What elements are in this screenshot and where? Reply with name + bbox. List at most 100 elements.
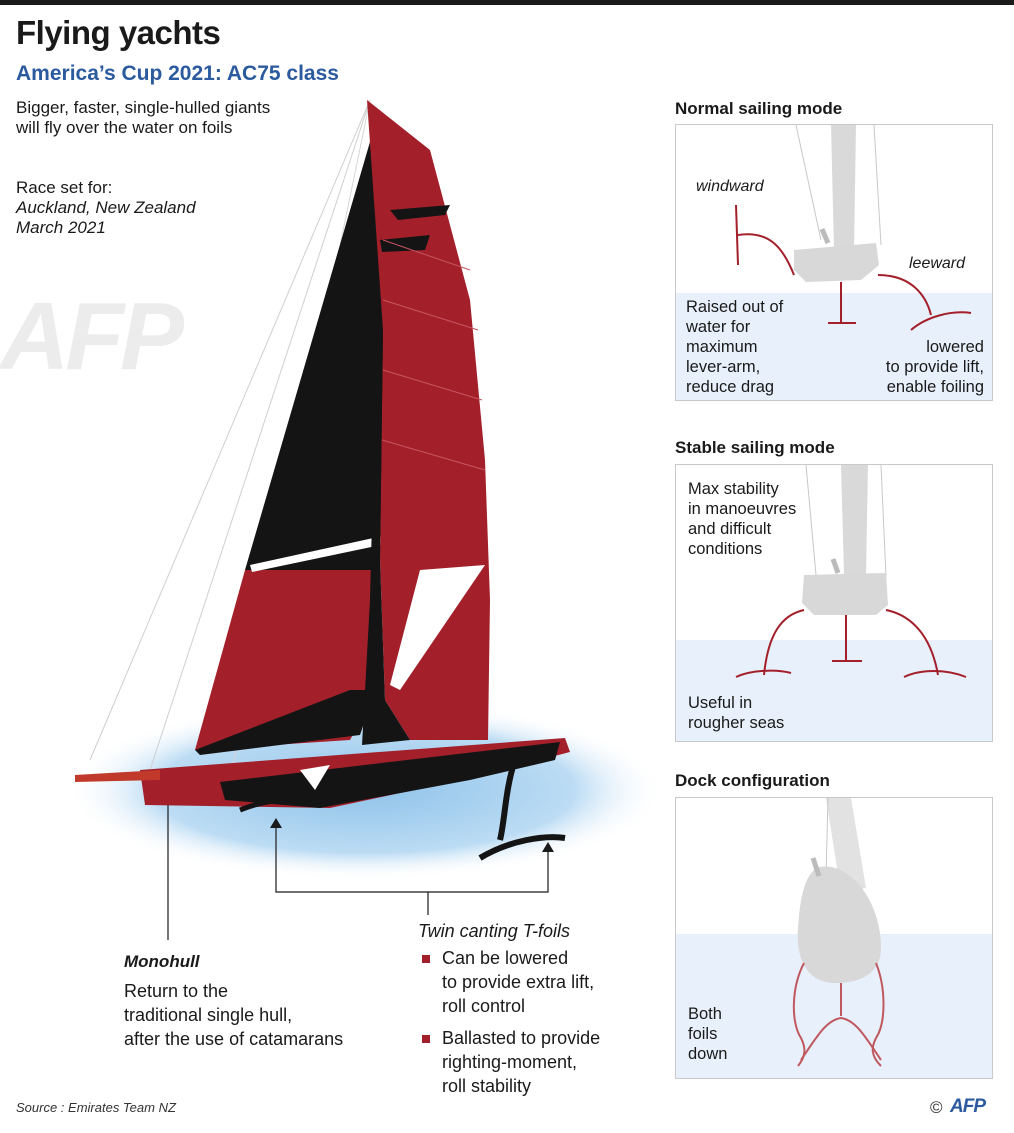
mast xyxy=(831,125,856,250)
batten-4 xyxy=(381,439,486,471)
batten-3 xyxy=(382,369,483,401)
foil-wings xyxy=(800,1016,882,1061)
dock-config-diagram xyxy=(676,798,992,1078)
water-area xyxy=(676,293,992,400)
tfoil-arrow-right xyxy=(542,842,554,852)
tfoils-b2-line-2: righting-moment, xyxy=(442,1052,578,1072)
stable-top-4: conditions xyxy=(688,540,763,558)
mainsail-leech-black xyxy=(362,330,410,745)
jib-sail-upper xyxy=(245,135,385,570)
left-foil-arm xyxy=(763,609,805,676)
tfoil-callout xyxy=(275,825,549,893)
dock-text-3: down xyxy=(688,1045,728,1063)
mast xyxy=(826,798,866,893)
stable-bottom-2: rougher seas xyxy=(688,714,785,732)
windward-foil-arm xyxy=(737,233,795,276)
windward-label: windward xyxy=(696,178,764,195)
stable-bottom-1: Useful in xyxy=(688,694,753,712)
dock-config-title: Dock configuration xyxy=(675,771,830,790)
normal-left-4: lever-arm, xyxy=(686,358,761,376)
forestay-line xyxy=(89,99,371,761)
normal-right-2: to provide lift, xyxy=(885,358,984,376)
bowsprit xyxy=(75,770,160,782)
mainsail-mark-2 xyxy=(380,235,430,252)
bullet-1 xyxy=(422,955,430,963)
normal-mode-panel: windward leeward Raised out of water for… xyxy=(675,124,993,401)
race-location: Auckland, New Zealand xyxy=(16,198,196,217)
rigging-left xyxy=(795,125,822,241)
page-subtitle: America’s Cup 2021: AC75 class xyxy=(16,62,339,85)
leeward-foil xyxy=(478,834,566,861)
leeward-label: leeward xyxy=(909,255,966,272)
hull-cross-section xyxy=(794,243,879,282)
monohull-heading: Monohull xyxy=(124,952,200,971)
batten-1 xyxy=(382,239,471,271)
normal-right-1: lowered xyxy=(926,338,984,356)
normal-left-2: water for xyxy=(686,318,751,336)
page-title: Flying yachts xyxy=(16,14,221,51)
hull-cross-section xyxy=(797,866,881,983)
helm-post xyxy=(810,857,822,877)
jib-stay-line xyxy=(149,99,371,771)
tfoils-b1-line-1: Can be lowered xyxy=(442,948,569,968)
stable-mode-panel: Max stability in manoeuvres and difficul… xyxy=(675,464,993,742)
dock-text-1: Both xyxy=(688,1005,722,1023)
afp-logo: AFP xyxy=(950,1096,986,1117)
copyright-symbol: © xyxy=(930,1098,943,1117)
dock-text-2: foils xyxy=(688,1025,718,1043)
hull-lightning-mark xyxy=(300,765,330,790)
race-date: March 2021 xyxy=(16,218,106,237)
stable-top-3: and difficult xyxy=(688,520,772,538)
windward-foil-wing xyxy=(735,204,739,266)
tfoils-b1-line-3: roll control xyxy=(442,996,526,1016)
rigging-right xyxy=(873,125,882,246)
intro-line-1: Bigger, faster, single-hulled giants xyxy=(16,98,271,117)
dock-config-panel: Both foils down xyxy=(675,797,993,1079)
hull-cross-section xyxy=(802,573,888,615)
leeward-foil-arm xyxy=(877,274,932,316)
windward-foil xyxy=(239,798,306,813)
right-foil xyxy=(871,962,885,1067)
left-foil-wing xyxy=(735,669,792,678)
source-credit: Source : Emirates Team NZ xyxy=(16,1100,176,1115)
stable-mode-diagram xyxy=(676,465,992,741)
mainsail-flag-mark xyxy=(390,205,450,220)
tfoils-b2-line-3: roll stability xyxy=(442,1076,532,1096)
monohull-line-1: Return to the xyxy=(124,981,229,1001)
water-area xyxy=(676,640,992,741)
helm-post xyxy=(819,228,831,244)
bullet-2 xyxy=(422,1035,430,1043)
normal-mode-title: Normal sailing mode xyxy=(675,99,843,118)
monohull-line-2: traditional single hull, xyxy=(124,1005,293,1025)
rigging-left xyxy=(805,465,817,576)
mast xyxy=(841,465,868,575)
jib-foot-stripe xyxy=(195,690,375,755)
tfoil-arrow-left xyxy=(270,818,282,828)
tfoils-heading: Twin canting T-foils xyxy=(418,921,571,941)
stable-top-1: Max stability xyxy=(688,480,779,498)
afp-watermark: AFP xyxy=(0,283,184,390)
normal-left-1: Raised out of xyxy=(686,298,784,316)
jib-stripe xyxy=(250,530,410,572)
rigging xyxy=(825,798,829,879)
stable-top-2: in manoeuvres xyxy=(688,500,797,518)
leeward-foil-wing xyxy=(910,311,972,331)
top-rule xyxy=(0,0,1014,5)
helm-post xyxy=(830,558,841,574)
tfoils-b1-line-2: to provide extra lift, xyxy=(442,972,595,992)
right-foil-wing xyxy=(903,670,967,678)
yacht-illustration xyxy=(65,99,665,940)
stable-mode-title: Stable sailing mode xyxy=(675,438,835,457)
normal-right-3: enable foiling xyxy=(886,378,984,396)
batten-2 xyxy=(382,299,479,331)
race-label: Race set for: xyxy=(16,178,113,197)
normal-left-3: maximum xyxy=(686,338,758,356)
normal-left-5: reduce drag xyxy=(686,378,775,396)
foil-arm xyxy=(497,759,518,841)
mainsail-white-band xyxy=(390,565,485,690)
right-foil-arm xyxy=(885,609,939,676)
tfoils-b2-line-1: Ballasted to provide xyxy=(442,1028,601,1048)
rigging-right xyxy=(880,465,887,578)
monohull-line-3: after the use of catamarans xyxy=(124,1029,344,1049)
intro-line-2: will fly over the water on foils xyxy=(16,118,233,137)
